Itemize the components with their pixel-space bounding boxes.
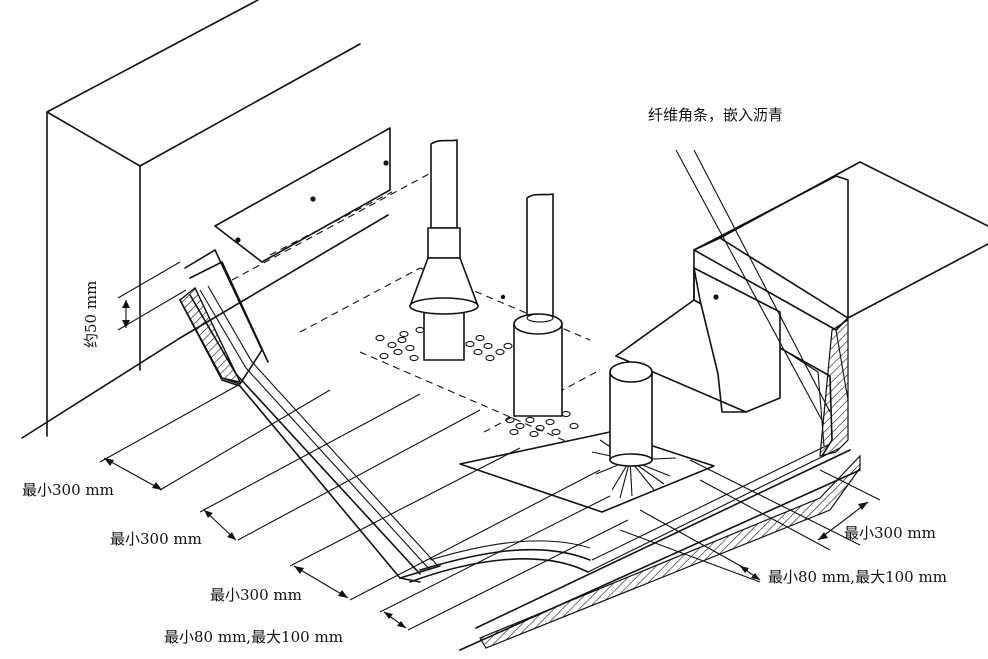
left-dimension-lines bbox=[99, 383, 629, 631]
min80-max100-left-label: 最小80 mm,最大100 mm bbox=[164, 628, 343, 646]
membrane-layers bbox=[179, 285, 591, 583]
right-drain bbox=[591, 361, 677, 499]
left-pipe-funnel bbox=[409, 139, 479, 361]
left-wall bbox=[21, 0, 389, 439]
fiber-strip-leader bbox=[675, 149, 825, 425]
approx-50mm-label: 约50 mm bbox=[82, 280, 100, 348]
middle-pipe bbox=[513, 193, 563, 417]
right-wall bbox=[693, 161, 988, 457]
min300-label-2: 最小300 mm bbox=[110, 530, 202, 548]
min300-label-3: 最小300 mm bbox=[210, 586, 302, 604]
left-dimension-arrows bbox=[103, 457, 407, 629]
vertical-50mm-dimension bbox=[117, 261, 187, 331]
left-cant-strip bbox=[179, 249, 269, 385]
gravel bbox=[375, 326, 579, 438]
left-upstand-flashing bbox=[214, 127, 506, 300]
min300-right-label: 最小300 mm bbox=[844, 524, 936, 542]
fiber-strip-label: 纤维角条，嵌入沥青 bbox=[648, 106, 784, 124]
drain-base-sheet bbox=[459, 431, 715, 513]
right-dimension-lines bbox=[619, 459, 881, 583]
base-slab bbox=[459, 443, 861, 651]
min300-label-1: 最小300 mm bbox=[22, 481, 114, 499]
min80-max100-right-label: 最小80 mm,最大100 mm bbox=[768, 568, 947, 586]
